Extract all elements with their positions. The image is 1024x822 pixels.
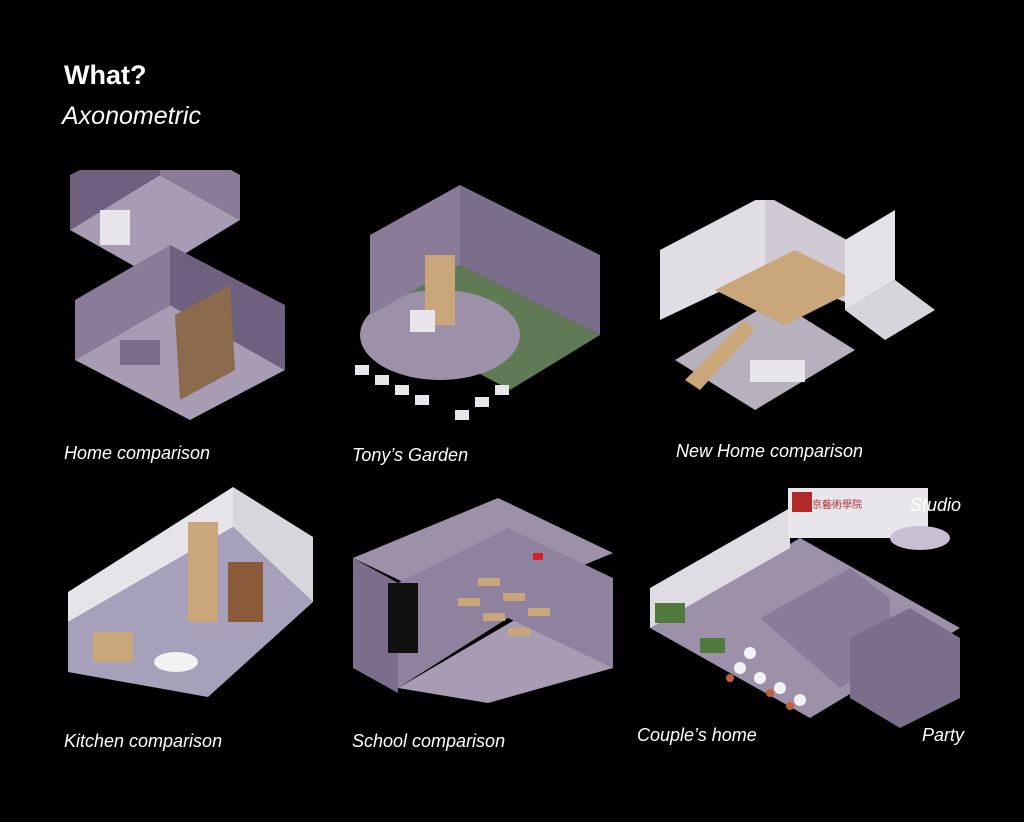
page-subtitle: Axonometric (62, 102, 201, 130)
home-comparison-label: Home comparison (64, 443, 211, 463)
kitchen-comparison-axonometric (68, 487, 313, 697)
page-title: What? (64, 60, 147, 90)
school-comparison-label: School comparison (352, 731, 506, 751)
kitchen-comparison-label: Kitchen comparison (64, 731, 223, 751)
new-home-comparison-axonometric (660, 200, 935, 410)
couples-home-label: Couple’s home (637, 725, 757, 745)
home-comparison-axonometric (70, 170, 285, 420)
school-comparison-axonometric (353, 498, 613, 703)
svg-text:南京藝術學院: 南京藝術學院 (802, 498, 862, 511)
studio-label: Studio (910, 495, 962, 515)
tonys-garden-axonometric (355, 185, 600, 420)
new-home-comparison-label: New Home comparison (676, 441, 864, 461)
studio-party-axonometric: 南京藝術學院 (650, 488, 960, 728)
tonys-garden-label: Tony’s Garden (352, 445, 469, 465)
party-label: Party (922, 725, 965, 745)
